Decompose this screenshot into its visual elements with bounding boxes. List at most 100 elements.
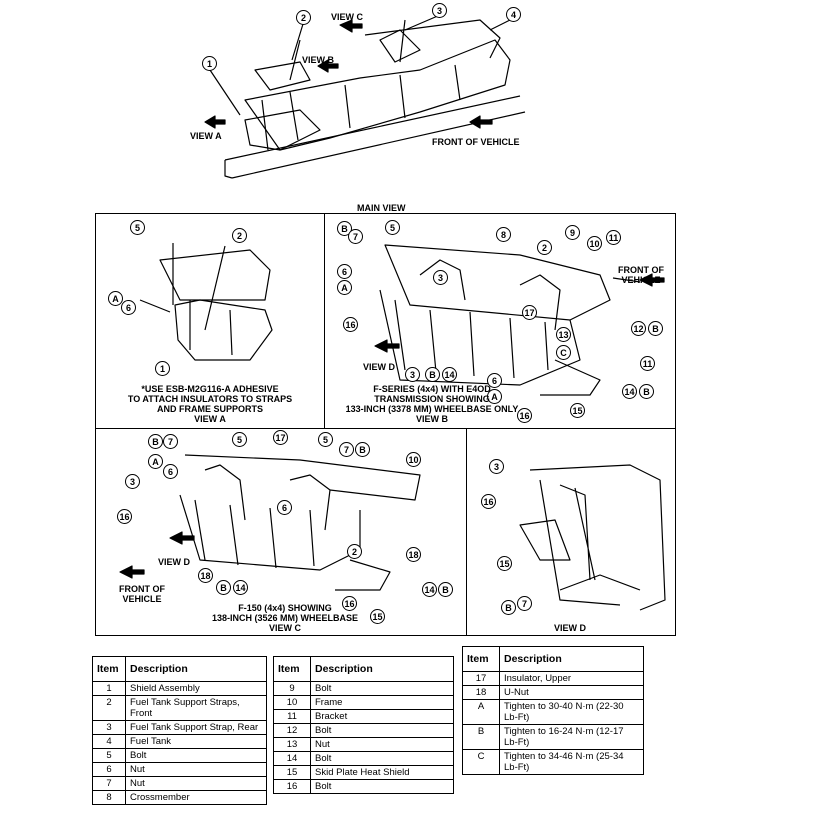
callout-b-11b: 11 [640, 356, 655, 371]
legend-item-description: Bolt [310, 751, 454, 766]
callout-c-2: 2 [347, 544, 362, 559]
callout-c-14a: 14 [233, 580, 248, 595]
callout-c-6b: 6 [277, 500, 292, 515]
callout-b-A2: A [487, 389, 502, 404]
legend-item-number: 18 [462, 685, 500, 700]
legend-header-description: Description [499, 646, 644, 672]
callout-d-15: 15 [497, 556, 512, 571]
callout-c-5a: 5 [232, 432, 247, 447]
callout-b-12: 12 [631, 321, 646, 336]
callout-b-2: 2 [537, 240, 552, 255]
legend-item-description: Crossmember [125, 790, 267, 805]
caption-view-d: VIEW D [553, 623, 586, 633]
view-b-arrow-label: VIEW B [302, 55, 335, 65]
callout-a-5: 5 [130, 220, 145, 235]
legend-item-number: B [462, 724, 500, 750]
caption-view-b: F-SERIES (4x4) WITH E4OD TRANSMISSION SH… [345, 384, 519, 424]
legend-item-number: 7 [92, 776, 126, 791]
callout-1: 1 [202, 56, 217, 71]
legend-item-number: 9 [273, 681, 311, 696]
callout-c-B4: B [438, 582, 453, 597]
legend-header-description: Description [125, 656, 267, 682]
callout-c-3: 3 [125, 474, 140, 489]
legend-item-description: Bolt [310, 681, 454, 696]
legend-header-item: Item [462, 646, 500, 672]
callout-b-B2: B [648, 321, 663, 336]
callout-b-C: C [556, 345, 571, 360]
callout-2: 2 [296, 10, 311, 25]
callout-c-15: 15 [370, 609, 385, 624]
callout-d-3: 3 [489, 459, 504, 474]
legend-item-number: 8 [92, 790, 126, 805]
legend-item-number: A [462, 699, 500, 725]
legend-item-number: 4 [92, 734, 126, 749]
legend-item-number: C [462, 749, 500, 775]
legend-header-item: Item [92, 656, 126, 682]
front-of-vehicle-label: FRONT OF VEHICLE [432, 137, 520, 147]
callout-a-2: 2 [232, 228, 247, 243]
legend-item-description: Bolt [125, 748, 267, 763]
legend-item-number: 11 [273, 709, 311, 724]
view-d-arrow-label-b: VIEW D [363, 362, 396, 372]
legend-item-description: Nut [125, 762, 267, 777]
front-of-vehicle-c: FRONT OF VEHICLE [119, 584, 165, 604]
callout-b-6: 6 [337, 264, 352, 279]
callout-c-16b: 16 [342, 596, 357, 611]
callout-b-8: 8 [496, 227, 511, 242]
legend-item-number: 13 [273, 737, 311, 752]
callout-4: 4 [506, 7, 521, 22]
callout-c-14b: 14 [422, 582, 437, 597]
callout-c-16a: 16 [117, 509, 132, 524]
callout-b-11a: 11 [606, 230, 621, 245]
callout-c-A: A [148, 454, 163, 469]
callout-c-B1: B [148, 434, 163, 449]
legend-item-description: Fuel Tank [125, 734, 267, 749]
legend-item-number: 14 [273, 751, 311, 766]
callout-b-9: 9 [565, 225, 580, 240]
callout-d-B: B [501, 600, 516, 615]
legend-item-number: 2 [92, 695, 126, 721]
callout-c-5b: 5 [318, 432, 333, 447]
front-of-vehicle-b: FRONT OF VEHICLE [618, 265, 664, 285]
view-a-arrow-label: VIEW A [190, 131, 222, 141]
callout-d-16: 16 [481, 494, 496, 509]
view-d-arrow-label-c: VIEW D [158, 557, 191, 567]
callout-c-17: 17 [273, 430, 288, 445]
legend-item-number: 16 [273, 779, 311, 794]
main-view-title: MAIN VIEW [357, 203, 406, 213]
callout-a-6: 6 [121, 300, 136, 315]
legend-item-description: Nut [125, 776, 267, 791]
callout-c-10: 10 [406, 452, 421, 467]
callout-b-13: 13 [556, 327, 571, 342]
callout-c-B3: B [216, 580, 231, 595]
legend-item-description: Fuel Tank Support Straps, Front [125, 695, 267, 721]
callout-b-15: 15 [570, 403, 585, 418]
legend-item-description: Tighten to 16-24 N·m (12-17 Lb-Ft) [499, 724, 644, 750]
legend-item-description: U-Nut [499, 685, 644, 700]
legend-item-number: 6 [92, 762, 126, 777]
callout-d-7: 7 [517, 596, 532, 611]
callout-b-A1: A [337, 280, 352, 295]
callout-c-B2: B [355, 442, 370, 457]
legend-item-description: Insulator, Upper [499, 671, 644, 686]
callout-b-6b: 6 [487, 373, 502, 388]
panel-view-d [466, 428, 676, 636]
callout-c-7a: 7 [163, 434, 178, 449]
caption-view-a: *USE ESB-M2G116-A ADHESIVE TO ATTACH INS… [127, 384, 293, 424]
legend-item-number: 3 [92, 720, 126, 735]
